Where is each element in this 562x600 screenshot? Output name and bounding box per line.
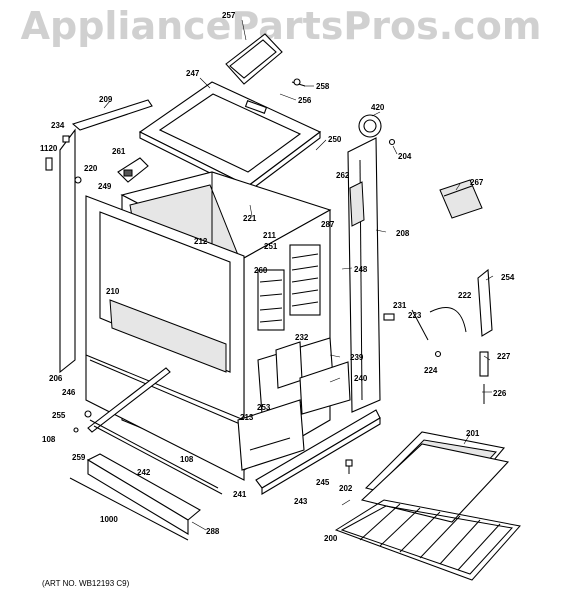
- callout-245: 245: [316, 478, 330, 487]
- callout-232: 232: [295, 333, 309, 342]
- callout-231: 231: [393, 301, 407, 310]
- part-manifold: [255, 409, 381, 495]
- part-top-cover: [225, 33, 283, 85]
- callout-220: 220: [84, 164, 98, 173]
- callout-420: 420: [371, 103, 385, 112]
- callout-224: 224: [424, 366, 438, 375]
- callout-1000: 1000: [100, 515, 118, 524]
- callout-204: 204: [398, 152, 412, 161]
- part-bracket: [349, 181, 365, 227]
- callout-221: 221: [243, 214, 257, 223]
- callout-247: 247: [186, 69, 200, 78]
- part-broiler-pan: [360, 431, 510, 523]
- part-burner-panel: [237, 399, 305, 471]
- callout-234: 234: [51, 121, 65, 130]
- callout-256: 256: [298, 96, 312, 105]
- callout-259: 259: [72, 453, 86, 462]
- part-side-panel-right: [347, 137, 396, 413]
- callout-267: 267: [470, 178, 484, 187]
- callout-leader-lines: [103, 19, 494, 531]
- callout-258: 258: [316, 82, 330, 91]
- callout-200: 200: [324, 534, 338, 543]
- part-drawer-rails: [73, 367, 223, 495]
- callout-241: 241: [233, 490, 247, 499]
- part-screw-245: [345, 459, 353, 474]
- callout-1120: 1120: [40, 144, 58, 153]
- callout-240: 240: [354, 374, 368, 383]
- callout-212: 212: [194, 237, 208, 246]
- callout-202: 202: [339, 484, 353, 493]
- callout-262: 262: [336, 171, 350, 180]
- callout-201: 201: [466, 429, 480, 438]
- callout-108-left: 108: [42, 435, 56, 444]
- callout-288: 288: [206, 527, 220, 536]
- callout-254: 254: [501, 273, 515, 282]
- callout-226: 226: [493, 389, 507, 398]
- part-burner-box: [117, 157, 149, 183]
- callout-208: 208: [396, 229, 410, 238]
- callout-246: 246: [62, 388, 76, 397]
- callout-248: 248: [354, 265, 368, 274]
- part-screw: [291, 78, 306, 87]
- part-small-hardware-left: [45, 135, 82, 184]
- callout-242: 242: [137, 468, 151, 477]
- callout-222: 222: [458, 291, 472, 300]
- callout-108-right: 108: [180, 455, 194, 464]
- callout-213: 213: [240, 413, 254, 422]
- part-oven-rack: [334, 499, 521, 581]
- callout-210: 210: [106, 287, 120, 296]
- callout-227: 227: [497, 352, 511, 361]
- part-kick-panel: [69, 453, 201, 541]
- part-front-frame: [85, 195, 245, 481]
- callout-209: 209: [99, 95, 113, 104]
- callout-211: 211: [263, 231, 276, 240]
- part-side-trim-left: [59, 99, 153, 374]
- part-cooktop: [138, 81, 322, 194]
- callout-249: 249: [98, 182, 112, 191]
- callout-257: 257: [222, 11, 236, 20]
- callout-206: 206: [49, 374, 63, 383]
- callout-260: 260: [254, 266, 268, 275]
- callout-239: 239: [350, 353, 364, 362]
- callout-243: 243: [294, 497, 308, 506]
- part-lower-panels: [257, 337, 351, 415]
- art-number: (ART NO. WB12193 C9): [42, 579, 130, 588]
- callout-261: 261: [112, 147, 126, 156]
- part-door-hinge: [383, 268, 493, 404]
- part-knob: [358, 114, 382, 138]
- callout-255: 255: [52, 411, 66, 420]
- callout-253: 253: [257, 403, 271, 412]
- callout-251: 251: [264, 242, 278, 251]
- callout-287: 287: [321, 220, 335, 229]
- callout-223: 223: [408, 311, 422, 320]
- callout-250: 250: [328, 135, 342, 144]
- part-burner-block: [439, 179, 483, 219]
- watermark-text: AppliancePartsPros.com: [20, 4, 542, 48]
